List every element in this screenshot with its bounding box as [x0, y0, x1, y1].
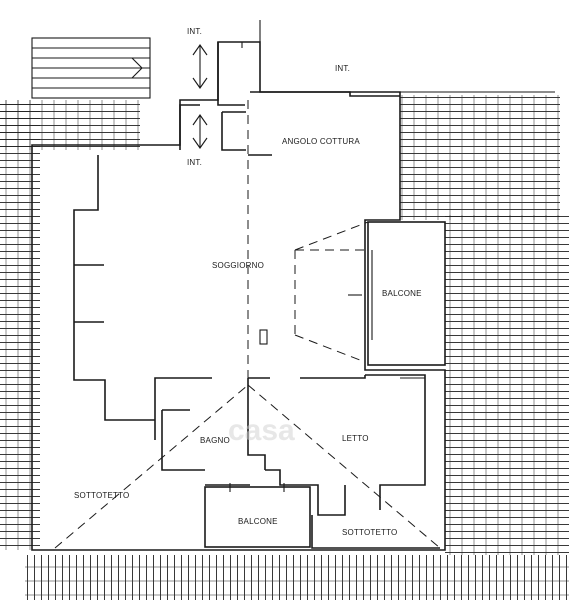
balcone-right-walls — [348, 221, 446, 366]
roof-right — [400, 95, 560, 220]
corridor-arrows — [192, 44, 208, 149]
sottotetto-right-walls — [311, 515, 440, 549]
label-sottotetto-right: SOTTOTETTO — [342, 528, 397, 537]
label-balcone-bottom: BALCONE — [238, 517, 278, 526]
roof-right-lower — [445, 215, 569, 555]
label-int-top: INT. — [187, 27, 202, 36]
watermark-text: casa — [228, 414, 295, 447]
balcone-bottom-walls — [204, 483, 311, 548]
label-bagno: BAGNO — [200, 436, 230, 445]
roof-top-left — [0, 100, 140, 150]
label-letto: LETTO — [342, 434, 369, 443]
label-balcone-right: BALCONE — [382, 289, 422, 298]
letto-walls — [265, 374, 426, 516]
roof-left — [0, 100, 40, 550]
corridor-walls — [179, 20, 555, 156]
label-sottotetto-left: SOTTOTETTO — [74, 491, 129, 500]
roof-hatching — [0, 95, 569, 600]
room-labels: INT. INT. INT. ANGOLO COTTURA SOGGIORNO … — [74, 27, 422, 537]
staircase — [31, 37, 151, 99]
label-int-mid: INT. — [187, 158, 202, 167]
bagno-walls — [161, 378, 266, 486]
roof-bottom — [25, 555, 569, 600]
label-soggiorno: SOGGIORNO — [212, 261, 264, 270]
apartment-outline — [31, 41, 446, 551]
soggiorno-walls — [73, 155, 366, 440]
label-angolo-cottura: ANGOLO COTTURA — [282, 137, 360, 146]
dashed-lines — [54, 100, 441, 549]
label-int-right: INT. — [335, 64, 350, 73]
